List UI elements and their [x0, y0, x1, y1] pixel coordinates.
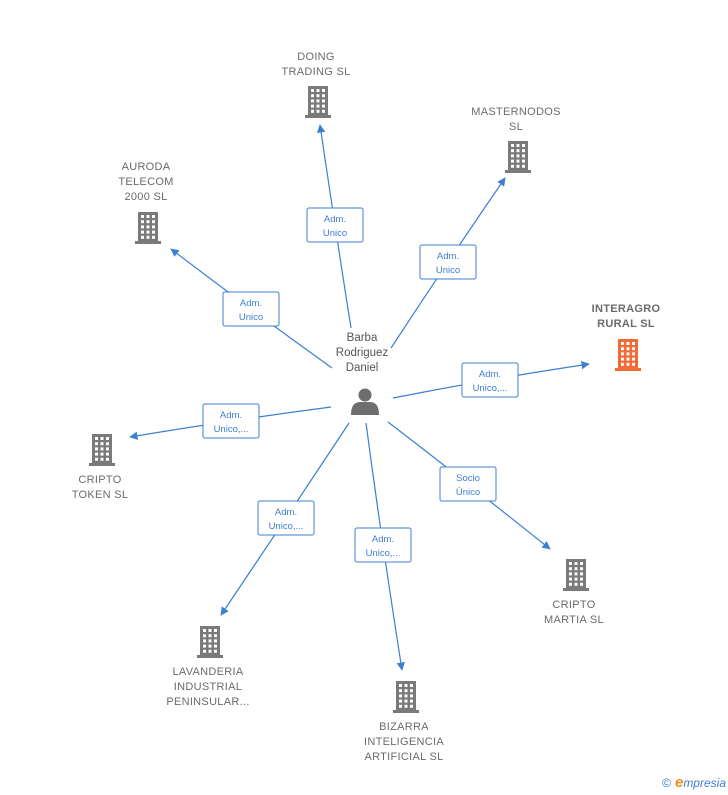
relation-label-line1: Adm.: [479, 369, 501, 380]
relation-label-line1: Socio: [456, 473, 480, 484]
relation-label-bizarra[interactable]: Adm. Unico,...: [354, 527, 412, 563]
company-name-line: MARTIA SL: [544, 614, 604, 626]
company-name-line: INTERAGRO: [592, 303, 661, 315]
relation-label-line2: Unico: [323, 228, 347, 239]
relation-label-line2: Unico,...: [366, 548, 401, 559]
building-icon[interactable]: [305, 86, 331, 118]
relation-label-line2: Único: [456, 487, 480, 498]
relation-label-line2: Unico,...: [269, 521, 304, 532]
relation-label-line1: Adm.: [437, 251, 459, 262]
company-name-line: INTELIGENCIA: [364, 736, 444, 748]
company-node-bizarra[interactable]: BIZARRA INTELIGENCIA ARTIFICIAL SL: [364, 681, 444, 763]
company-name-line: CRIPTO: [78, 474, 121, 486]
building-icon[interactable]: [505, 141, 531, 173]
relation-label-line1: Adm.: [220, 410, 242, 421]
company-name-line: DOING: [297, 51, 335, 63]
relation-label-cripto-token[interactable]: Adm. Unico,...: [202, 403, 260, 439]
company-node-masternodos[interactable]: MASTERNODOS SL: [471, 106, 560, 173]
company-name-line: SL: [509, 121, 523, 133]
copyright-symbol: ©: [662, 776, 671, 790]
relation-label-line1: Adm.: [275, 507, 297, 518]
relation-label-line2: Unico,...: [214, 424, 249, 435]
building-icon[interactable]: [89, 434, 115, 466]
company-node-auroda[interactable]: AURODA TELECOM 2000 SL: [118, 161, 173, 244]
brand-footer: ©empresia: [662, 774, 726, 791]
person-name-line: Rodriguez: [336, 347, 389, 359]
person-name-line: Barba: [347, 332, 378, 344]
company-name-line: TELECOM: [118, 176, 173, 188]
brand-logo-rest: mpresia: [683, 776, 726, 790]
relation-label-lavanderia[interactable]: Adm. Unico,...: [257, 500, 315, 536]
company-name-line: LAVANDERIA: [172, 666, 243, 678]
company-name-line: ARTIFICIAL SL: [364, 751, 443, 763]
company-name-line: RURAL SL: [597, 318, 655, 330]
relation-label-masternodos[interactable]: Adm. Unico: [419, 244, 477, 280]
relation-label-line2: Unico,...: [473, 383, 508, 394]
company-name-line: INDUSTRIAL: [174, 681, 242, 693]
relation-label-line1: Adm.: [324, 214, 346, 225]
brand-logo-initial: e: [674, 774, 684, 791]
relation-label-auroda[interactable]: Adm. Unico: [222, 291, 280, 327]
building-icon[interactable]: [615, 339, 641, 371]
company-node-cripto-token[interactable]: CRIPTO TOKEN SL: [72, 434, 129, 501]
relation-label-line1: Adm.: [240, 298, 262, 309]
relation-label-doing[interactable]: Adm. Unico: [306, 207, 364, 243]
relation-label-interagro[interactable]: Adm. Unico,...: [461, 362, 519, 398]
building-icon[interactable]: [135, 212, 161, 244]
company-name-line: 2000 SL: [124, 191, 167, 203]
company-name-line: BIZARRA: [379, 721, 429, 733]
person-icon[interactable]: [351, 388, 379, 416]
relation-label-line1: Adm.: [372, 534, 394, 545]
company-node-cripto-martia[interactable]: CRIPTO MARTIA SL: [544, 559, 604, 626]
company-node-interagro[interactable]: INTERAGRO RURAL SL: [592, 303, 661, 371]
company-node-lavanderia[interactable]: LAVANDERIA INDUSTRIAL PENINSULAR...: [166, 626, 249, 708]
relation-label-line2: Unico: [239, 312, 263, 323]
company-name-line: AURODA: [122, 161, 171, 173]
relation-label-line2: Unico: [436, 265, 460, 276]
building-icon[interactable]: [197, 626, 223, 658]
company-name-line: PENINSULAR...: [166, 696, 249, 708]
building-icon[interactable]: [563, 559, 589, 591]
company-name-line: MASTERNODOS: [471, 106, 560, 118]
person-name-line: Daniel: [346, 362, 379, 374]
building-icon[interactable]: [393, 681, 419, 713]
company-name-line: TRADING SL: [281, 66, 350, 78]
company-name-line: TOKEN SL: [72, 489, 129, 501]
company-name-line: CRIPTO: [552, 599, 595, 611]
company-node-doing[interactable]: DOING TRADING SL: [281, 51, 350, 118]
